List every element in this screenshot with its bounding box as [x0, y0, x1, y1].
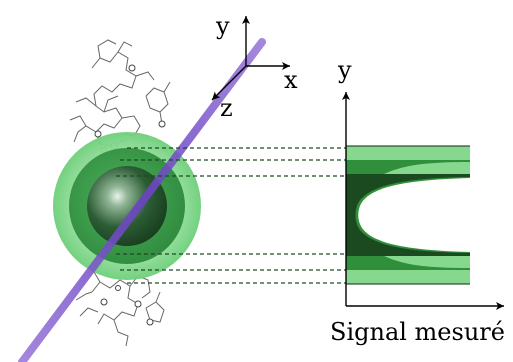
triad-x-label: x — [284, 66, 298, 94]
signal-plot-axes — [342, 92, 504, 310]
signal-hollow — [358, 178, 470, 252]
triad-y-label: y — [215, 12, 230, 40]
signal-outline — [346, 145, 470, 285]
signal-y-label: y — [337, 56, 352, 84]
signal-core-band — [346, 174, 470, 256]
axes-triad — [211, 16, 290, 101]
signal-profile — [346, 145, 470, 285]
triad-z-label: z — [220, 94, 233, 122]
core-sphere — [87, 166, 167, 246]
ligand-atoms-bottom — [100, 285, 154, 326]
xray-beam — [18, 38, 266, 362]
triad-z-axis — [211, 65, 247, 101]
signal-x-label: Signal mesuré — [330, 318, 505, 346]
